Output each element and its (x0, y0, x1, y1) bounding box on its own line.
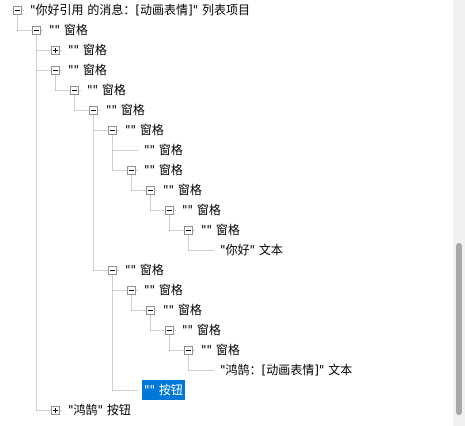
tree-node-label[interactable]: "" 窗格 (201, 223, 240, 237)
tree-node[interactable]: "" 窗格 (0, 200, 453, 220)
tree-node[interactable]: "" 窗格 (0, 220, 453, 240)
tree-node[interactable]: "" 窗格 (0, 20, 453, 40)
tree-node-label[interactable]: "鸿鹄：[动画表情]" 文本 (220, 363, 353, 377)
tree-node-label[interactable]: "" 窗格 (201, 343, 240, 357)
collapse-icon[interactable] (184, 226, 193, 235)
tree-node[interactable]: "" 窗格 (0, 80, 453, 100)
vertical-scrollbar[interactable] (453, 0, 465, 426)
tree-node-label[interactable]: "" 窗格 (106, 103, 145, 117)
tree-node-label[interactable]: "" 窗格 (163, 183, 202, 197)
tree-node-label[interactable]: "" 窗格 (125, 263, 164, 277)
expand-icon[interactable] (51, 406, 60, 415)
tree-node-label[interactable]: "" 窗格 (182, 203, 221, 217)
collapse-icon[interactable] (127, 286, 136, 295)
tree-node-label[interactable]: "" 窗格 (68, 43, 107, 57)
collapse-icon[interactable] (146, 306, 155, 315)
tree-node[interactable]: "" 窗格 (0, 300, 453, 320)
ui-tree-view[interactable]: "你好引用 的消息：[动画表情]" 列表项目 "" 窗格 "" 窗格 "" 窗格 "" … (0, 0, 453, 426)
collapse-icon[interactable] (184, 346, 193, 355)
tree-node-label[interactable]: "" 窗格 (125, 123, 164, 137)
tree-node[interactable]: "" 窗格 (0, 260, 453, 280)
tree-node-label[interactable]: "鸿鹄" 按钮 (68, 403, 131, 417)
tree-node[interactable]: "" 窗格 (0, 320, 453, 340)
collapse-icon[interactable] (127, 166, 136, 175)
tree-node-label[interactable]: "" 窗格 (163, 303, 202, 317)
tree-node[interactable]: "" 窗格 (0, 180, 453, 200)
tree-node[interactable]: "" 窗格 (0, 280, 453, 300)
tree-node-label[interactable]: "" 按钮 (142, 380, 185, 400)
tree-connector-lines (17, 10, 215, 411)
collapse-icon[interactable] (89, 106, 98, 115)
tree-node[interactable]: "你好引用 的消息：[动画表情]" 列表项目 (0, 0, 453, 20)
collapse-icon[interactable] (165, 206, 174, 215)
tree-node-label[interactable]: "" 窗格 (68, 63, 107, 77)
tree-node-label[interactable]: "" 窗格 (87, 83, 126, 97)
tree-node-label[interactable]: "" 窗格 (144, 143, 183, 157)
tree-node-label[interactable]: "" 窗格 (49, 23, 88, 37)
tree-node[interactable]: "鸿鹄" 按钮 (0, 400, 453, 420)
tree-node-label[interactable]: "" 窗格 (144, 283, 183, 297)
collapse-icon[interactable] (165, 326, 174, 335)
collapse-icon[interactable] (108, 266, 117, 275)
tree-node[interactable]: "" 窗格 (0, 160, 453, 180)
tree-node-label[interactable]: "你好引用 的消息：[动画表情]" 列表项目 (30, 3, 251, 17)
tree-node[interactable]: "" 窗格 (0, 40, 453, 60)
collapse-icon[interactable] (146, 186, 155, 195)
collapse-icon[interactable] (51, 66, 60, 75)
tree-node[interactable]: "鸿鹄：[动画表情]" 文本 (0, 360, 453, 380)
expand-icon[interactable] (51, 46, 60, 55)
collapse-icon[interactable] (108, 126, 117, 135)
collapse-icon[interactable] (32, 26, 41, 35)
tree-node-label[interactable]: "" 窗格 (182, 323, 221, 337)
scrollbar-thumb[interactable] (456, 243, 462, 415)
tree-node[interactable]: "" 窗格 (0, 120, 453, 140)
collapse-icon[interactable] (70, 86, 79, 95)
tree-node[interactable]: "" 窗格 (0, 140, 453, 160)
tree-node[interactable]: "" 窗格 (0, 60, 453, 80)
tree-node[interactable]: "" 按钮 (0, 380, 453, 400)
tree-node-label[interactable]: "你好" 文本 (220, 243, 283, 257)
tree-node-label[interactable]: "" 窗格 (144, 163, 183, 177)
tree-node[interactable]: "你好" 文本 (0, 240, 453, 260)
tree-node[interactable]: "" 窗格 (0, 340, 453, 360)
collapse-icon[interactable] (13, 6, 22, 15)
tree-node[interactable]: "" 窗格 (0, 100, 453, 120)
